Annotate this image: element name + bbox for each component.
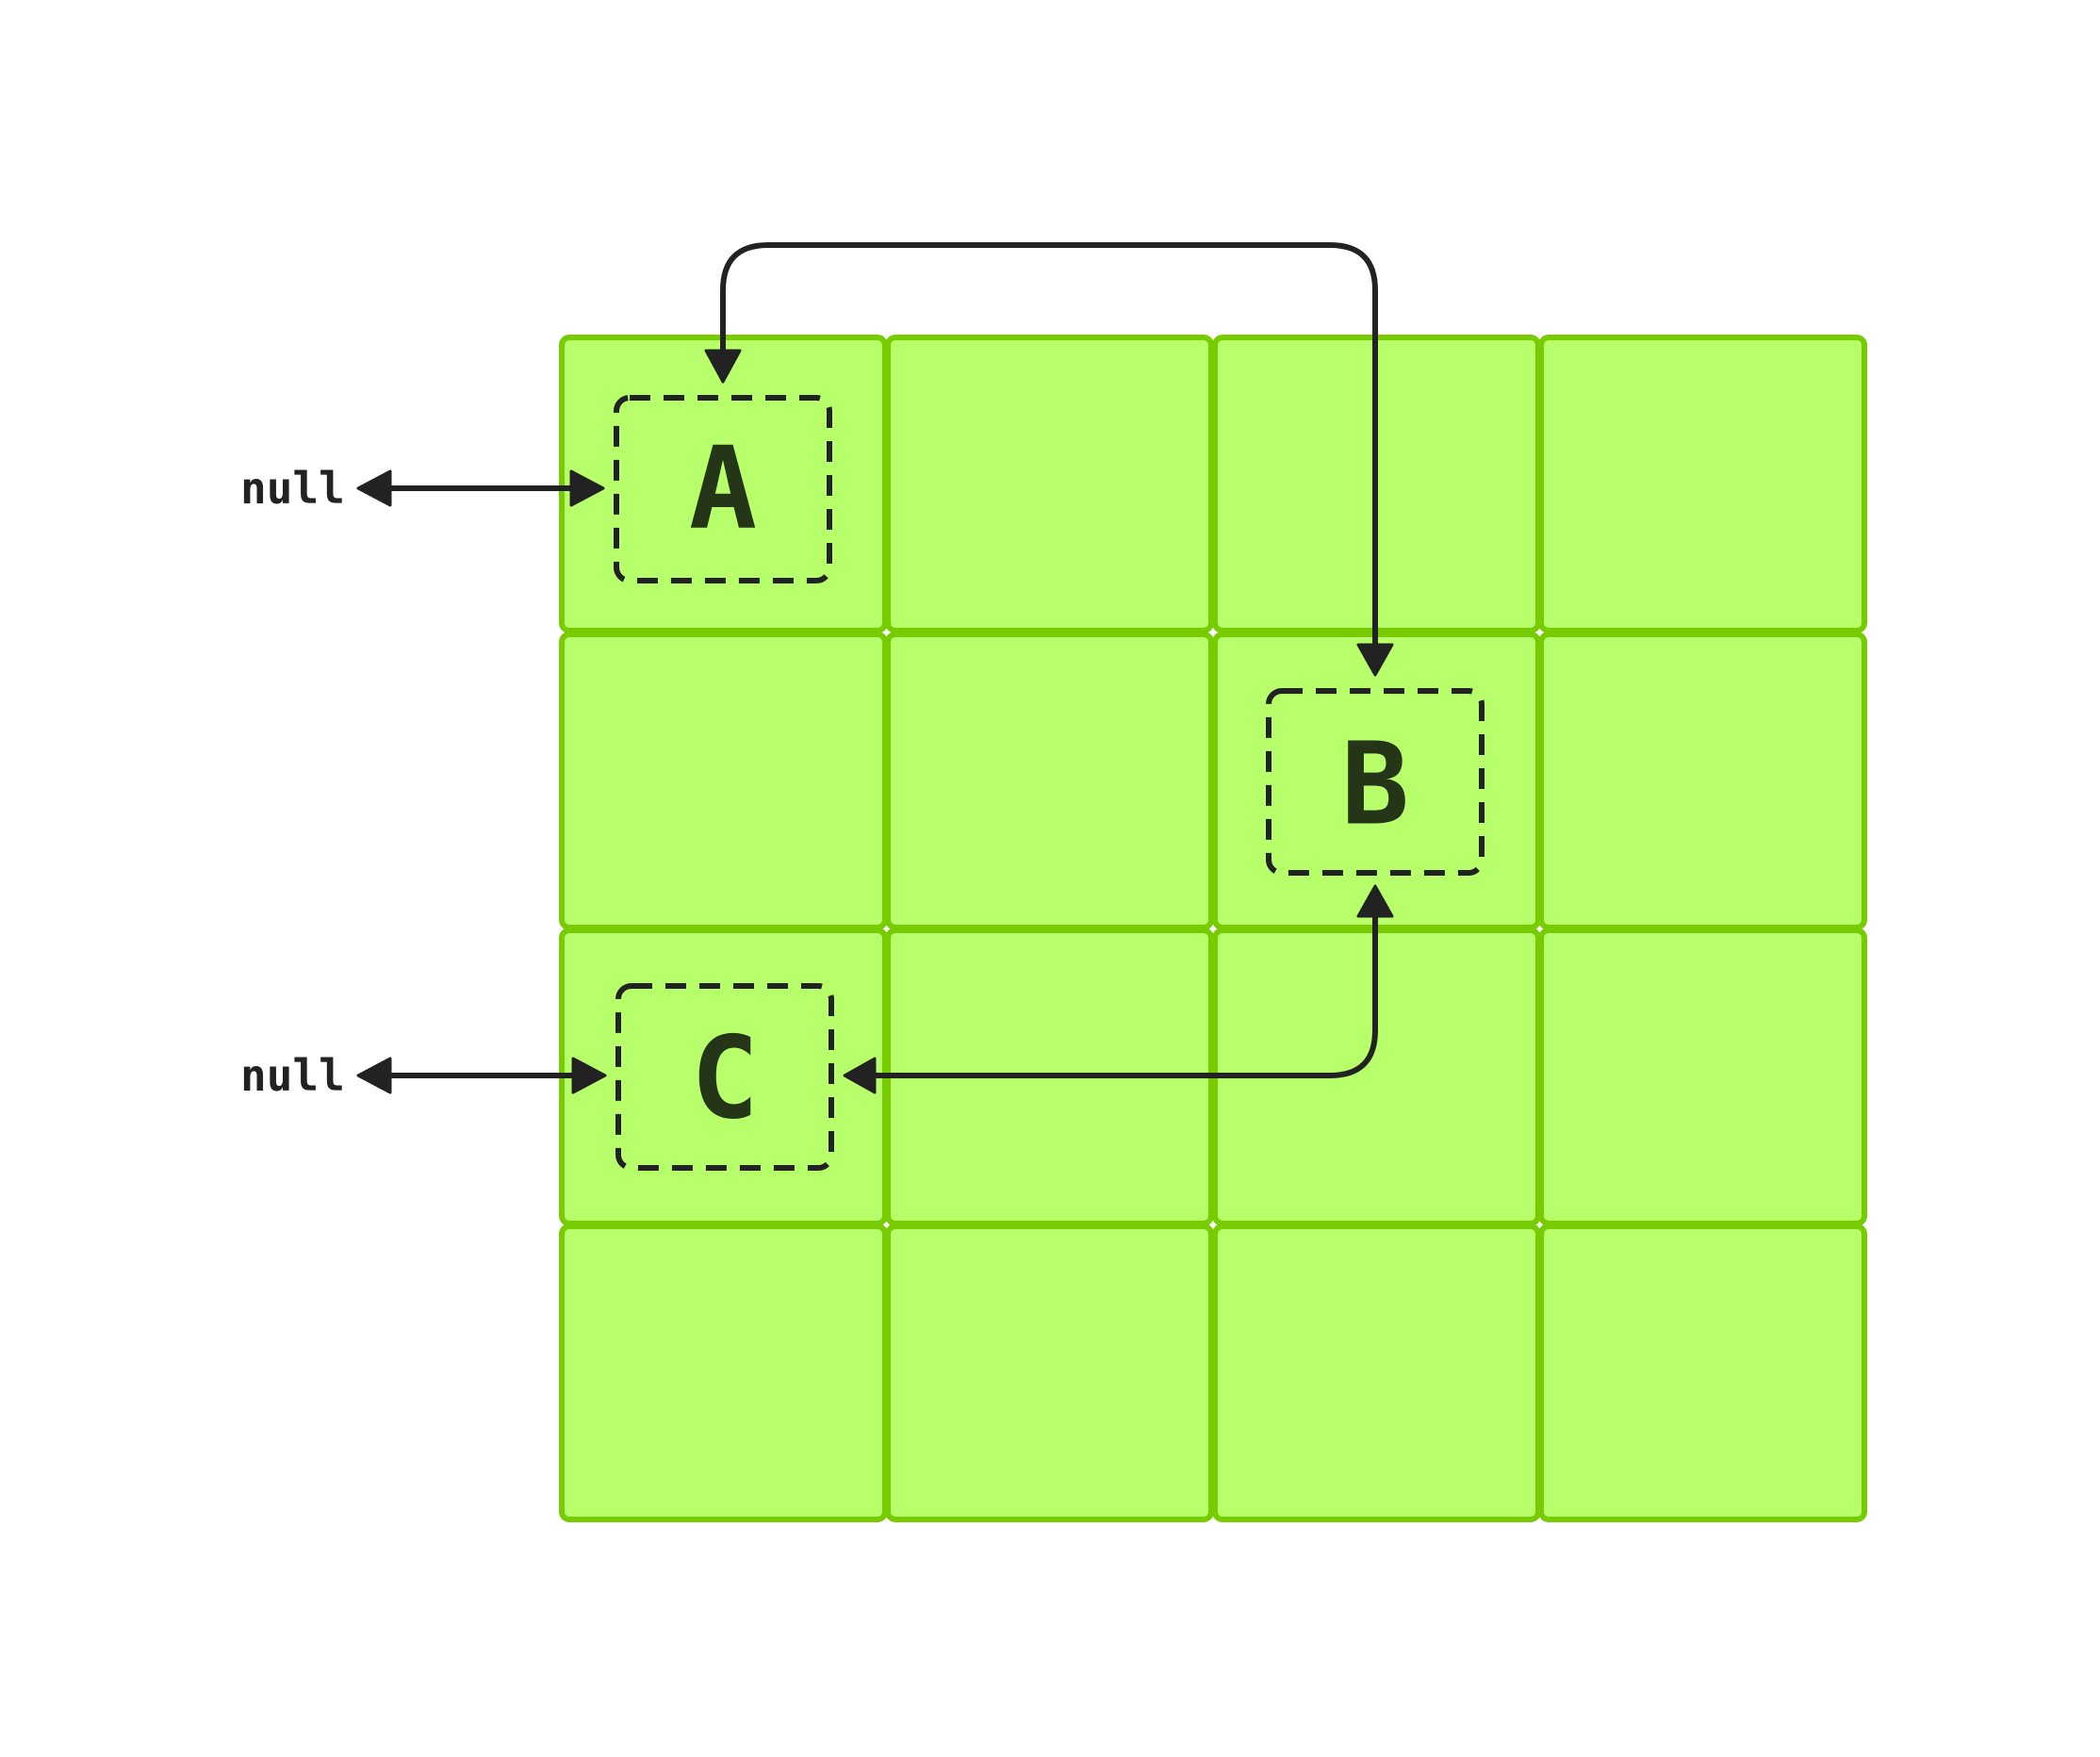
node-a: A bbox=[614, 395, 832, 583]
arrow-left-icon bbox=[843, 1057, 877, 1094]
null-label-top: null bbox=[240, 463, 345, 514]
arrow-right-icon bbox=[571, 1057, 607, 1094]
node-c-label: C bbox=[691, 1014, 759, 1145]
arrow-right-icon bbox=[569, 469, 605, 507]
link-a-b bbox=[704, 242, 1394, 677]
node-c-box bbox=[615, 983, 834, 1171]
arrow-up-icon bbox=[1356, 884, 1394, 918]
grid-cell bbox=[885, 632, 1214, 930]
node-a-label: A bbox=[689, 424, 757, 555]
link-a-b-line bbox=[720, 242, 1378, 653]
bucket-grid bbox=[559, 335, 1867, 1522]
grid-cell bbox=[1538, 632, 1867, 930]
grid-cell bbox=[1538, 1223, 1867, 1522]
link-null-c bbox=[356, 1057, 607, 1094]
node-b-label: B bbox=[1341, 720, 1409, 851]
link-null-a bbox=[356, 469, 605, 507]
arrow-down-icon bbox=[704, 349, 742, 384]
grid-cell bbox=[1212, 1223, 1541, 1522]
grid-cell bbox=[559, 632, 888, 930]
node-b: B bbox=[1266, 688, 1485, 876]
link-b-c-line bbox=[864, 910, 1378, 1078]
node-a-box bbox=[614, 395, 832, 583]
grid-cell bbox=[885, 335, 1214, 633]
link-b-c bbox=[843, 884, 1394, 1094]
node-c: C bbox=[615, 983, 834, 1171]
grid-cell bbox=[885, 1223, 1214, 1522]
arrow-left-icon bbox=[356, 469, 392, 507]
arrow-left-icon bbox=[356, 1057, 392, 1094]
grid-cell bbox=[1538, 335, 1867, 633]
grid-cell bbox=[1538, 928, 1867, 1226]
node-b-box bbox=[1266, 688, 1485, 876]
arrow-down-icon bbox=[1356, 643, 1394, 677]
grid-cell bbox=[559, 1223, 888, 1522]
null-label-bottom: null bbox=[240, 1050, 345, 1101]
